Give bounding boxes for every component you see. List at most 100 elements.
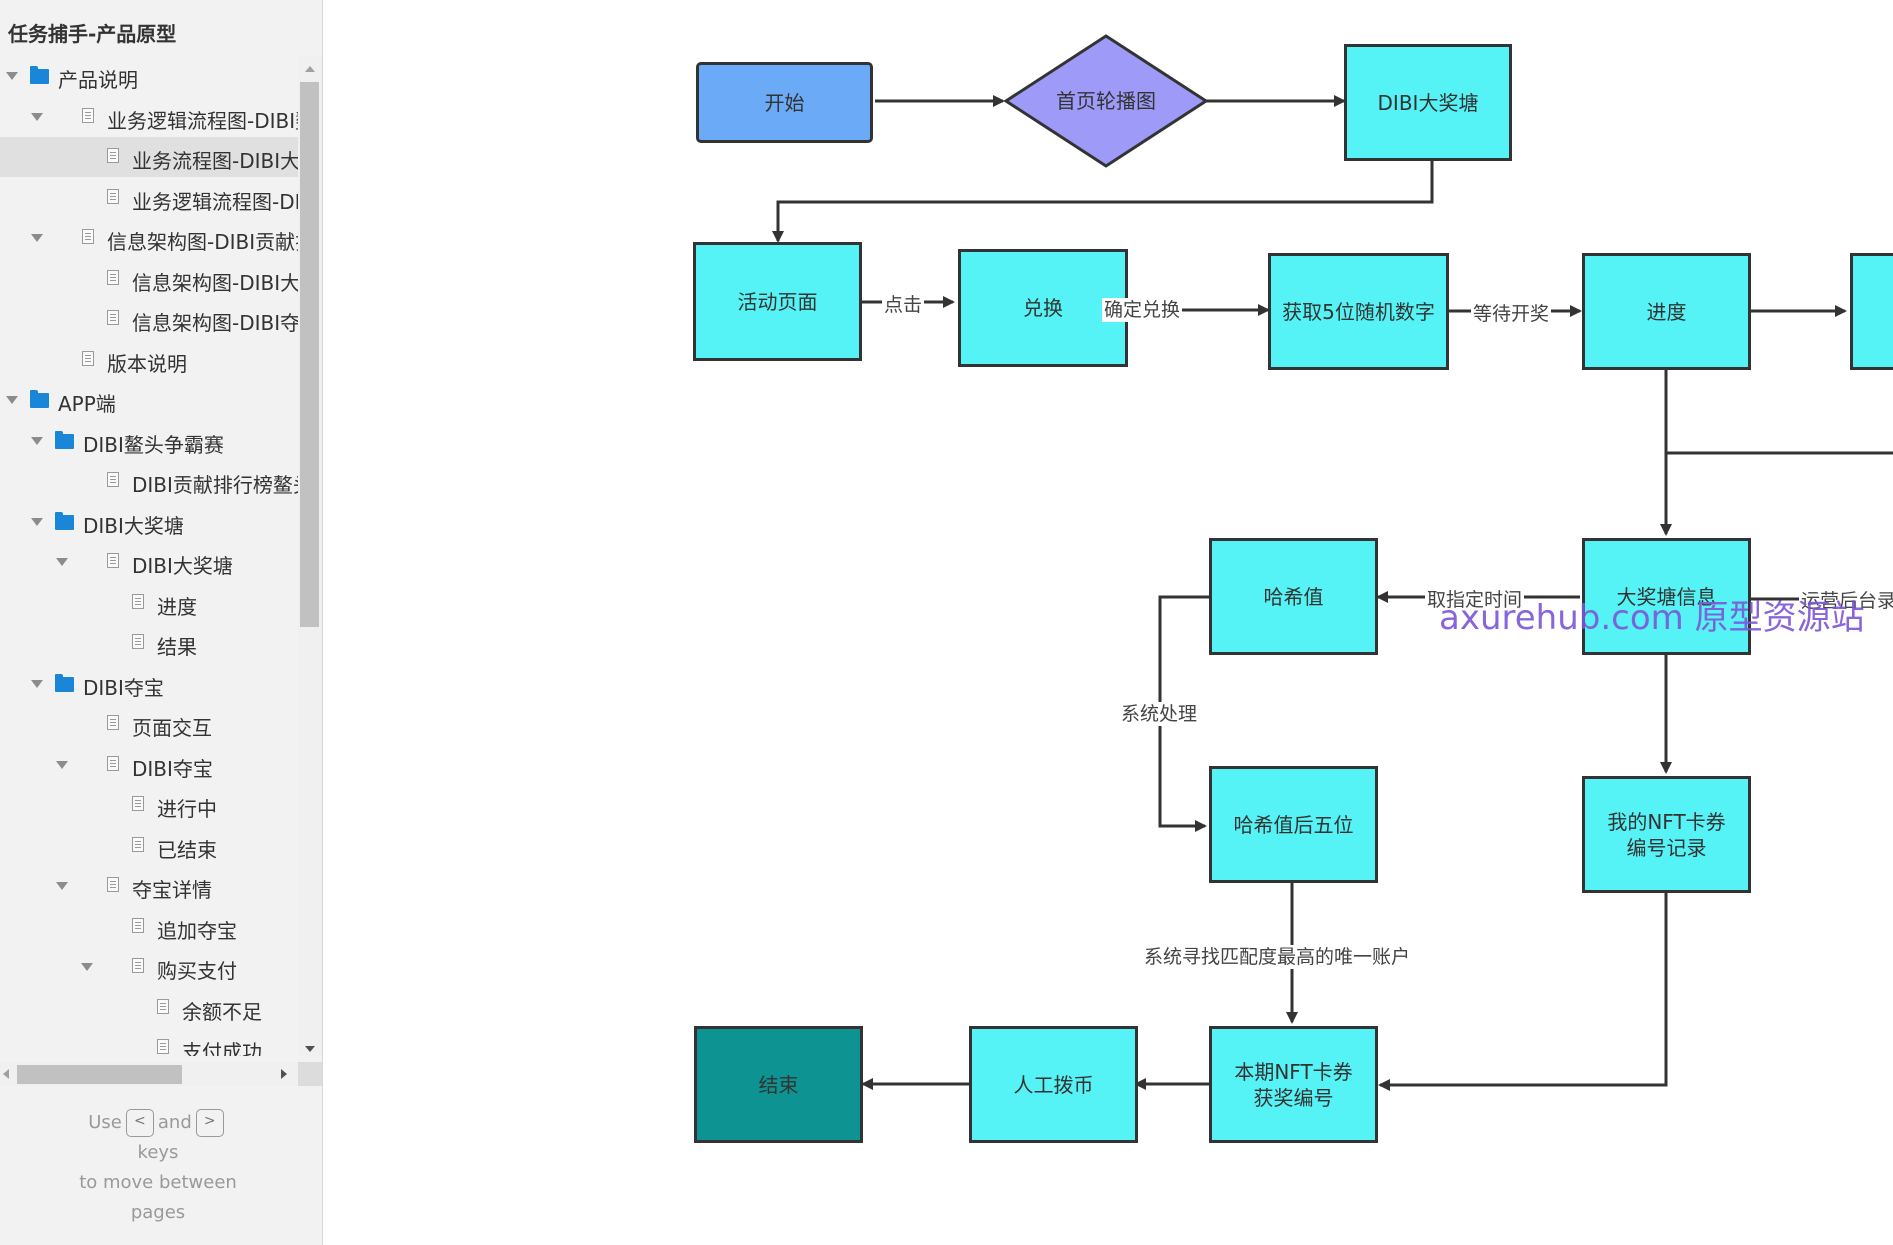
start-node-label: 开始 — [764, 90, 805, 115]
page-icon — [157, 1039, 169, 1054]
page-icon — [132, 958, 144, 973]
page-icon — [82, 107, 94, 123]
exchange-node-label: 兑换 — [1023, 296, 1063, 320]
edge-label-sys-process: 系统处理 — [1119, 702, 1200, 726]
page-icon — [82, 229, 94, 244]
expand-arrow-icon[interactable] — [81, 963, 93, 971]
sitemap-item-label: 信息架构图-DIBI大奖 — [132, 270, 298, 295]
sitemap-item[interactable]: 进行中 — [0, 785, 298, 825]
sitemap-item[interactable]: 进度 — [0, 583, 298, 623]
sitemap-item[interactable]: 业务逻辑流程图-DIB — [0, 178, 298, 218]
prototype-canvas: 首页轮播图 开始 DIBI大奖塘 活动页面 兑换 获取5位随机数字 进度 大奖塘… — [323, 0, 1893, 1245]
next-key-icon: > — [195, 1109, 224, 1137]
vertical-scroll-thumb[interactable] — [300, 82, 319, 627]
page-icon — [107, 188, 119, 204]
sitemap-item[interactable]: 购买支付 — [0, 947, 298, 987]
expand-arrow-icon[interactable] — [31, 436, 43, 445]
sitemap-item-label: 夺宝详情 — [132, 878, 212, 902]
sitemap-item[interactable]: 追加夺宝 — [0, 907, 298, 947]
sitemap-item[interactable]: 信息架构图-DIBI贡献排 — [0, 218, 298, 258]
sitemap-item[interactable]: 业务流程图-DIBI大奖 — [0, 137, 298, 177]
horizontal-scrollbar[interactable] — [0, 1062, 298, 1086]
sitemap-item-label: DIBI鳌头争霸赛 — [83, 432, 224, 457]
hash5-node: 哈希值后五位 — [1209, 766, 1378, 883]
sitemap-item[interactable]: DIBI夺宝 — [0, 745, 298, 785]
hash-node-label: 哈希值 — [1263, 584, 1324, 609]
hint-use-text: Use — [88, 1112, 122, 1133]
sitemap-item[interactable]: APP端 — [0, 380, 298, 420]
sitemap-item[interactable]: 业务逻辑流程图-DIBI鳌 — [0, 97, 298, 137]
sitemap-item-label: 追加夺宝 — [157, 918, 237, 943]
hash-node: 哈希值 — [1209, 538, 1378, 655]
expand-arrow-icon[interactable] — [56, 882, 68, 890]
sitemap-item[interactable]: 信息架构图-DIBI夺宝 — [0, 299, 298, 339]
expand-arrow-icon[interactable] — [31, 517, 43, 526]
sitemap-item-label: DIBI大奖塘 — [83, 513, 184, 538]
page-icon — [107, 755, 119, 771]
folder-icon — [55, 430, 74, 449]
scroll-up-arrow-icon[interactable] — [305, 66, 315, 72]
sitemap-item[interactable]: DIBI大奖塘 — [0, 502, 298, 542]
project-title: 任务捕手-产品原型 — [8, 22, 177, 46]
folder-icon — [30, 390, 49, 408]
nft-record-node-label: 我的NFT卡券编号记录 — [1607, 809, 1726, 860]
folder-icon — [55, 673, 74, 692]
scroll-right-arrow-icon[interactable] — [281, 1069, 287, 1079]
sitemap-item[interactable]: 结果 — [0, 623, 298, 663]
page-icon — [107, 472, 119, 487]
sitemap-item[interactable]: 余额不足 — [0, 988, 298, 1028]
sitemap-item-label: 支付成功 — [182, 1040, 262, 1056]
scroll-down-arrow-icon[interactable] — [305, 1046, 315, 1052]
sitemap-item-label: 购买支付 — [157, 959, 237, 983]
expand-arrow-icon[interactable] — [6, 396, 18, 404]
progress-node: 进度 — [1582, 253, 1751, 370]
page-icon — [132, 836, 144, 852]
pond-info-node-label: 大奖塘信息 — [1616, 584, 1717, 609]
progress-node-label: 进度 — [1646, 299, 1687, 324]
hint-pages-text: pages — [130, 1202, 186, 1223]
sitemap-item-label: 已结束 — [157, 837, 217, 862]
sitemap-item[interactable]: 支付成功 — [0, 1028, 298, 1056]
sitemap-item[interactable]: 版本说明 — [0, 340, 298, 380]
nft-win-node: 本期NFT卡券获奖编号 — [1209, 1026, 1378, 1143]
edge-record-win — [1378, 892, 1668, 1091]
edge-label-confirm: 确定兑换 — [1102, 298, 1183, 322]
expand-arrow-icon[interactable] — [56, 558, 68, 566]
expand-arrow-icon[interactable] — [31, 234, 43, 242]
page-icon — [132, 917, 144, 933]
sitemap-item-label: DIBI夺宝 — [132, 756, 213, 781]
activity-node: 活动页面 — [693, 242, 862, 361]
sitemap-item-label: 信息架构图-DIBI贡献排 — [107, 230, 298, 254]
expand-arrow-icon[interactable] — [56, 760, 68, 769]
hint-and-text: and — [157, 1112, 192, 1133]
random-node: 获取5位随机数字 — [1268, 253, 1449, 370]
sitemap-item-label: DIBI大奖塘 — [132, 554, 233, 578]
page-icon — [132, 634, 144, 649]
sitemap-item-label: 业务逻辑流程图-DIB — [132, 189, 298, 214]
sitemap-item-label: 产品说明 — [58, 68, 138, 92]
sitemap-item[interactable]: 产品说明 — [0, 56, 298, 96]
sitemap-item[interactable]: 夺宝详情 — [0, 866, 298, 906]
sitemap-item[interactable]: 已结束 — [0, 826, 298, 866]
expand-arrow-icon[interactable] — [31, 679, 43, 688]
prev-key-icon: < — [125, 1109, 154, 1137]
carousel-diamond — [1003, 34, 1209, 168]
expand-arrow-icon[interactable] — [6, 72, 18, 80]
random-node-label: 获取5位随机数字 — [1282, 299, 1435, 324]
horizontal-scroll-thumb[interactable] — [17, 1065, 182, 1084]
watermark-text: axurehub.com 原型资源站 — [1439, 598, 1865, 638]
vertical-scrollbar[interactable] — [298, 56, 322, 1056]
sitemap-item[interactable]: DIBI夺宝 — [0, 664, 298, 704]
nft-win-node-label: 本期NFT卡券获奖编号 — [1234, 1059, 1353, 1110]
expand-arrow-icon[interactable] — [31, 112, 43, 121]
sitemap-item[interactable]: DIBI鳌头争霸赛 — [0, 421, 298, 461]
sitemap-item[interactable]: 页面交互 — [0, 704, 298, 744]
sitemap-item[interactable]: DIBI贡献排行榜鳌头 — [0, 461, 298, 501]
sitemap-item-label: 页面交互 — [132, 716, 212, 740]
sitemap-item-label: 业务流程图-DIBI大奖 — [132, 149, 298, 173]
sitemap-item-label: DIBI夺宝 — [83, 675, 164, 700]
sitemap-item[interactable]: 信息架构图-DIBI大奖 — [0, 259, 298, 299]
sitemap-item[interactable]: DIBI大奖塘 — [0, 542, 298, 582]
page-icon — [157, 998, 169, 1014]
scroll-left-arrow-icon[interactable] — [3, 1069, 9, 1079]
